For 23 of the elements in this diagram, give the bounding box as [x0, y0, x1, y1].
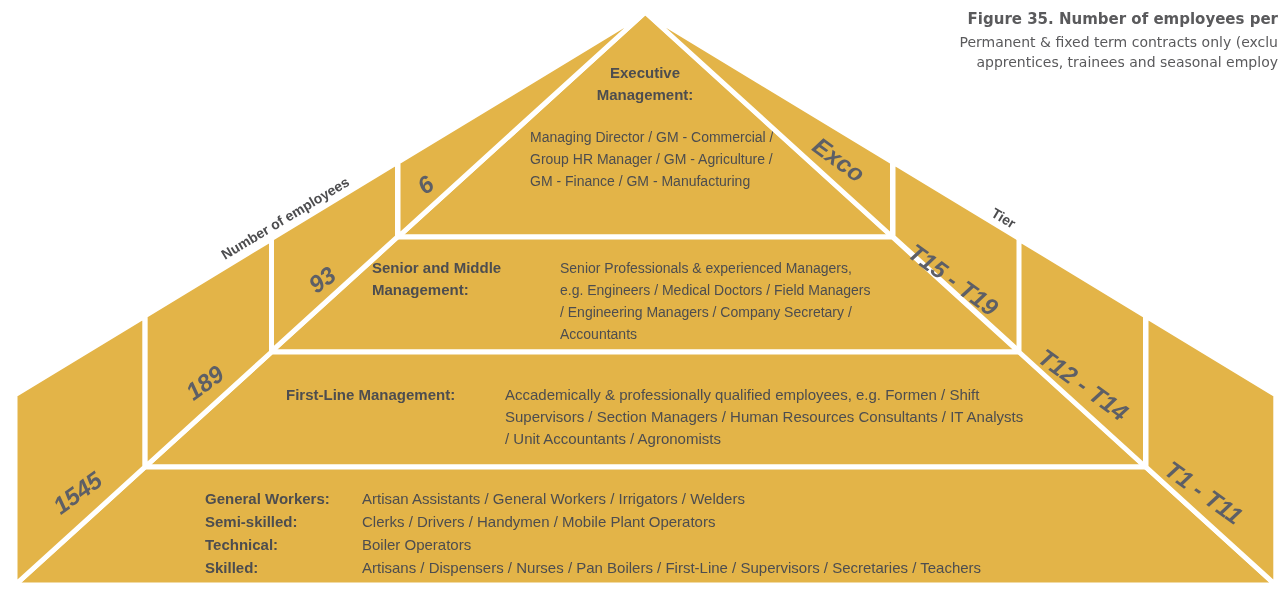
worker-category: General Workers:	[205, 489, 330, 509]
tier-range: T1 - T11	[1158, 455, 1248, 531]
tier-heading: First-Line Management:	[286, 385, 457, 405]
worker-category: Skilled:	[205, 558, 259, 578]
axis-label: Tier	[988, 204, 1019, 232]
job-list: Artisan Assistants / General Workers / Irrigators / Welders	[362, 488, 745, 510]
figure-caption: Permanent & fixed term contracts only (exclu apprentices, trainees and seasonal employ	[958, 33, 1278, 72]
employee-count: 189	[180, 359, 230, 407]
tier-description: Managing Director / GM - Commercial / Group HR Manager / GM - Agriculture / GM - Finance / GM - Manufacturing	[530, 128, 775, 191]
worker-category: Technical:	[205, 535, 279, 555]
job-list: Clerks / Drivers / Handymen / Mobile Plant Operators	[362, 511, 716, 533]
tier-description: Accademically & professionally qualified employees, e.g. Formen / Shift Supervisors / Section Managers / Human Resources Consultants / IT Analysts / Unit Accountants / Agronomists	[505, 385, 1025, 449]
figure-title: Figure 35. Number of employees per	[967, 10, 1278, 28]
worker-category: Semi-skilled:	[205, 512, 298, 532]
job-list: Boiler Operators	[362, 534, 472, 556]
tier-range: T15 - T19	[902, 238, 1004, 322]
tier-description: Senior Professionals & experienced Managers, e.g. Engineers / Medical Doctors / Field Managers / Engineering Managers / Company Secretary / Accountants	[560, 259, 872, 344]
tier-range: T12 - T14	[1032, 343, 1134, 427]
job-list: Artisans / Dispensers / Nurses / Pan Boilers / First-Line / Supervisors / Secretaries / Teachers	[362, 557, 982, 579]
tier-heading: Senior and Middle Management:	[372, 258, 503, 300]
employee-count: 93	[302, 260, 341, 300]
employee-count: 6	[411, 169, 439, 201]
tier-heading: Executive Management:	[595, 63, 695, 105]
